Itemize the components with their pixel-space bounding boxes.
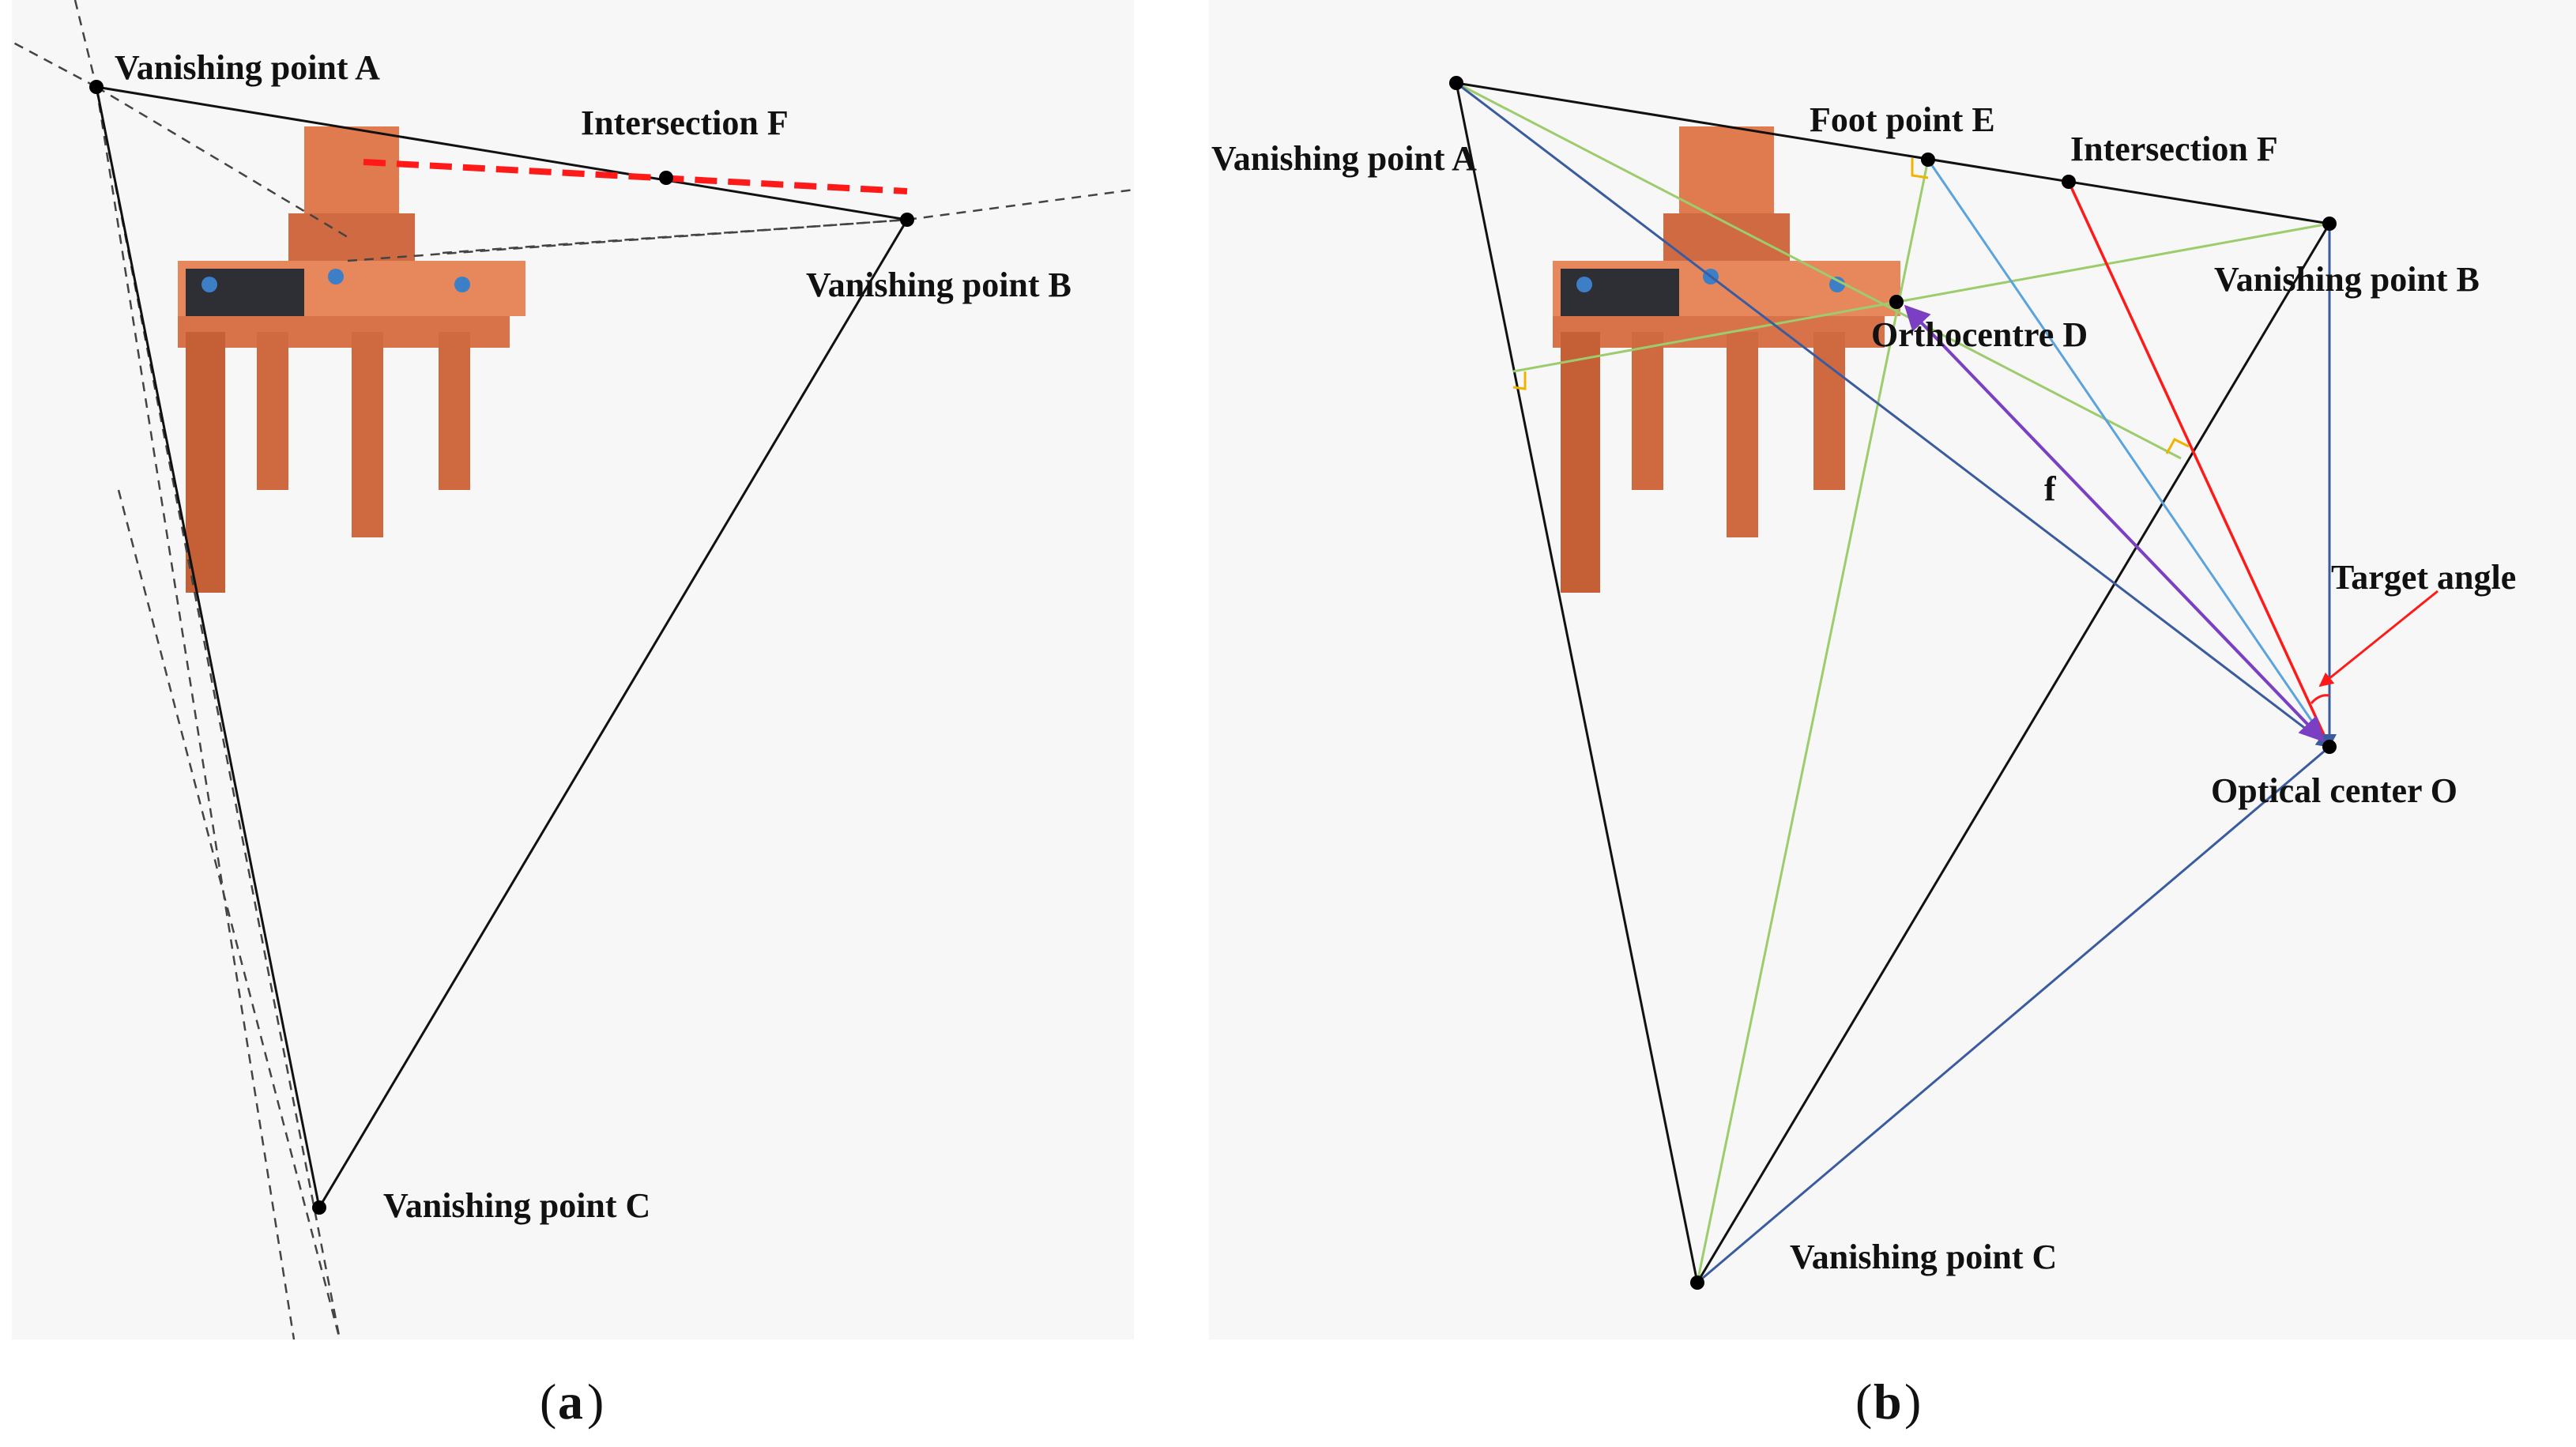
point-vp-a xyxy=(1449,76,1463,90)
target-angle-pointer xyxy=(2318,590,2439,688)
label-orthocentre-d: Orthocentre D xyxy=(1871,315,2088,354)
svg-text:): ) xyxy=(1904,1374,1921,1430)
point-vp-b xyxy=(2322,217,2337,231)
point-foot-e xyxy=(1921,153,1935,167)
label-target-angle: Target angle xyxy=(2331,558,2516,597)
label-optical-center: Optical center O xyxy=(2211,771,2457,810)
label-foot-e: Foot point E xyxy=(1810,100,1995,139)
panel-b: Vanishing point A Foot point E Intersect… xyxy=(1209,0,2576,1340)
caption-b: ( b ) xyxy=(1855,1374,1921,1430)
label-intersection-f: Intersection F xyxy=(581,104,789,142)
caption-b-letter: b xyxy=(1874,1374,1902,1430)
panel-b-background xyxy=(1209,0,2576,1340)
label-vp-a: Vanishing point A xyxy=(1211,139,1477,178)
label-vp-c: Vanishing point C xyxy=(1790,1238,2057,1276)
caption-a: ( a ) xyxy=(540,1374,604,1430)
dashed-guide-lines xyxy=(12,0,1134,1340)
caption-a-letter: a xyxy=(558,1374,583,1430)
point-optical-center xyxy=(2322,740,2337,754)
svg-text:(: ( xyxy=(540,1374,556,1430)
panel-a: Vanishing point A Intersection F Vanishi… xyxy=(12,0,1134,1340)
label-vp-c: Vanishing point C xyxy=(383,1186,650,1225)
target-angle-arc xyxy=(2310,694,2330,704)
right-angle-marks xyxy=(1512,158,2190,454)
point-vp-b xyxy=(900,213,914,227)
label-vp-b: Vanishing point B xyxy=(806,266,1071,304)
point-vp-c xyxy=(1690,1276,1704,1290)
panel-a-background xyxy=(12,0,1134,1340)
point-vp-c xyxy=(312,1200,326,1215)
label-focal-length: f xyxy=(2044,469,2057,508)
point-orthocentre-d xyxy=(1889,295,1904,309)
point-intersection-f xyxy=(659,171,673,185)
solid-lines xyxy=(95,85,909,1208)
label-vp-b: Vanishing point B xyxy=(2214,260,2480,299)
focal-length-arrow xyxy=(1904,304,2326,743)
label-intersection-f: Intersection F xyxy=(2070,130,2278,168)
svg-text:): ) xyxy=(587,1374,604,1430)
red-dashed-horizon xyxy=(363,159,908,194)
label-vp-a: Vanishing point A xyxy=(115,48,380,87)
point-vp-a xyxy=(89,80,104,94)
point-intersection-f xyxy=(2062,175,2076,189)
svg-text:(: ( xyxy=(1855,1374,1872,1430)
